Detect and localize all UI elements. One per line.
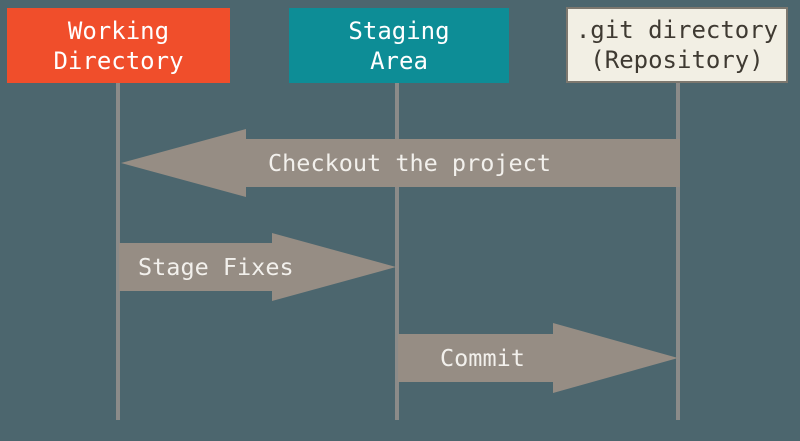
git-directory-box: .git directory (Repository) [566,7,788,83]
working-directory-box: Working Directory [7,8,230,83]
staging-area-box: Staging Area [289,8,509,83]
right-arrowhead-icon [553,323,678,393]
checkout-arrow-label: Checkout the project [268,149,551,177]
checkout-arrow-shaft [246,139,680,187]
working-directory-timeline [116,83,120,420]
commit-arrow-shaft [398,334,553,382]
left-arrowhead-icon [121,129,246,197]
commit-arrow-label: Commit [440,344,525,372]
staging-area-timeline [395,83,399,420]
stage-fixes-arrow-shaft [119,243,272,291]
git-directory-timeline [676,83,680,420]
stage-fixes-arrow-label: Stage Fixes [138,253,294,281]
right-arrowhead-icon [272,233,396,301]
